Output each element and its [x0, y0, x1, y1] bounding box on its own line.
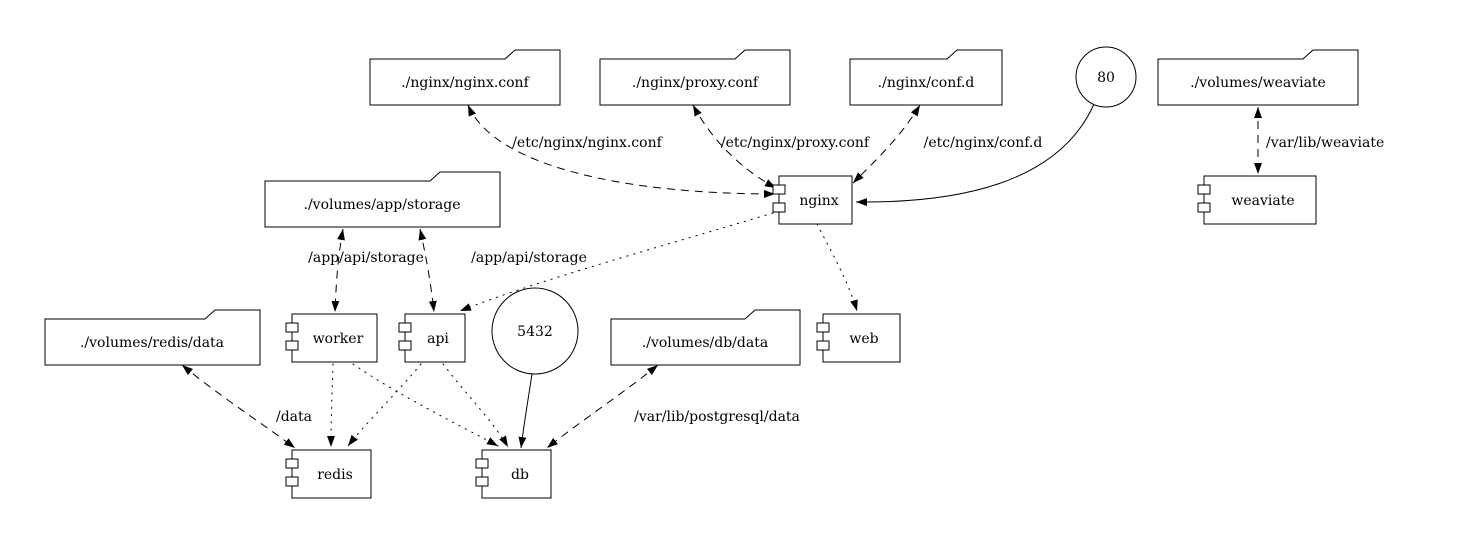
- node-label: ./volumes/app/storage: [304, 197, 461, 213]
- edge-label-nginx-conf-mount: /etc/nginx/nginx.conf: [512, 135, 663, 151]
- node-label: ./volumes/redis/data: [80, 335, 224, 351]
- node-nginx-conf-volume: ./nginx/nginx.conf: [369, 49, 561, 106]
- node-label: web: [849, 331, 878, 347]
- component-tab-icon: [772, 202, 786, 213]
- edge-label-conf-d-mount: /etc/nginx/conf.d: [924, 135, 1043, 151]
- edge-api-depends-redis: [347, 363, 422, 447]
- component-tab-icon: [285, 476, 299, 487]
- node-label: ./nginx/conf.d: [878, 75, 975, 91]
- node-proxy-conf-volume: ./nginx/proxy.conf: [599, 49, 791, 106]
- node-label: ./volumes/db/data: [642, 335, 768, 351]
- folder-icon: [849, 49, 1003, 106]
- edge-db-data-mount: [546, 364, 659, 449]
- component-tab-icon: [285, 458, 299, 469]
- node-redis-data-volume: ./volumes/redis/data: [44, 309, 261, 366]
- component-tab-icon: [398, 340, 412, 351]
- node-port-5432: 5432: [491, 287, 579, 375]
- component-body: [1203, 175, 1317, 225]
- folder-icon: [1157, 49, 1359, 106]
- component-tab-icon: [398, 322, 412, 333]
- node-api-service: api: [398, 313, 466, 363]
- node-label: ./volumes/weaviate: [1190, 75, 1326, 91]
- edge-label-weaviate-mount: /var/lib/weaviate: [1266, 135, 1384, 151]
- node-label: ./nginx/nginx.conf: [401, 75, 530, 91]
- edges-layer: [181, 103, 1262, 449]
- node-weaviate-service: weaviate: [1197, 175, 1317, 225]
- edge-labels-layer: /etc/nginx/nginx.conf /etc/nginx/proxy.c…: [276, 135, 1384, 425]
- edge-proxy-conf-mount: [692, 104, 777, 189]
- component-body: [404, 313, 466, 363]
- folder-icon: [599, 49, 791, 106]
- component-body: [778, 175, 853, 225]
- node-label: ./nginx/proxy.conf: [632, 75, 760, 91]
- node-web-service: web: [816, 313, 901, 363]
- edge-label-redis-data-mount: /data: [276, 409, 312, 425]
- component-body: [481, 449, 552, 499]
- nodes-layer: ./nginx/nginx.conf ./nginx/proxy.conf ./…: [44, 46, 1359, 499]
- node-label: redis: [317, 467, 353, 483]
- edge-label-proxy-conf-mount: /etc/nginx/proxy.conf: [721, 135, 871, 151]
- folder-icon: [264, 171, 501, 228]
- component-tab-icon: [1197, 202, 1211, 213]
- component-tab-icon: [816, 340, 830, 351]
- node-db-data-volume: ./volumes/db/data: [610, 309, 801, 366]
- node-conf-d-volume: ./nginx/conf.d: [849, 49, 1003, 106]
- edge-redis-data-mount: [181, 364, 296, 449]
- node-port-80: 80: [1075, 46, 1137, 108]
- node-label: weaviate: [1231, 193, 1294, 209]
- node-db-service: db: [475, 449, 552, 499]
- node-label: nginx: [799, 193, 838, 209]
- edge-storage-api-mount: [418, 228, 437, 313]
- node-weaviate-volume: ./volumes/weaviate: [1157, 49, 1359, 106]
- component-tab-icon: [1197, 184, 1211, 195]
- node-label: api: [427, 331, 449, 347]
- edge-worker-depends-db: [352, 363, 499, 447]
- edge-port-80-nginx: [855, 103, 1095, 207]
- component-tab-icon: [285, 322, 299, 333]
- node-redis-service: redis: [285, 449, 372, 499]
- node-worker-service: worker: [285, 313, 378, 363]
- node-label: 80: [1097, 70, 1115, 86]
- node-label: db: [511, 467, 529, 483]
- port-circle-icon: [491, 287, 579, 375]
- component-tab-icon: [816, 322, 830, 333]
- component-body: [822, 313, 901, 363]
- component-tab-icon: [772, 184, 786, 195]
- edge-port-5432-db: [518, 373, 533, 449]
- folder-icon: [44, 309, 261, 366]
- edge-label-storage-api-mount: /app/api/storage: [471, 250, 587, 266]
- component-body: [291, 449, 372, 499]
- node-label: 5432: [517, 324, 553, 340]
- edge-label-db-data-mount: /var/lib/postgresql/data: [634, 409, 800, 425]
- node-nginx-service: nginx: [772, 175, 853, 225]
- edge-nginx-depends-api: [459, 212, 774, 312]
- folder-icon: [369, 49, 561, 106]
- node-label: worker: [313, 331, 364, 347]
- edge-worker-depends-redis: [327, 363, 335, 448]
- component-tab-icon: [475, 458, 489, 469]
- edge-nginx-conf-mount: [467, 104, 776, 198]
- edge-label-storage-worker-mount: /app/api/storage: [308, 250, 424, 266]
- port-circle-icon: [1075, 46, 1137, 108]
- component-tab-icon: [475, 476, 489, 487]
- folder-icon: [610, 309, 801, 366]
- edge-api-depends-db: [442, 363, 509, 448]
- node-app-storage-volume: ./volumes/app/storage: [264, 171, 501, 228]
- component-body: [291, 313, 378, 363]
- component-tab-icon: [285, 340, 299, 351]
- edge-storage-worker-mount: [331, 228, 345, 313]
- edge-nginx-depends-web: [816, 223, 858, 312]
